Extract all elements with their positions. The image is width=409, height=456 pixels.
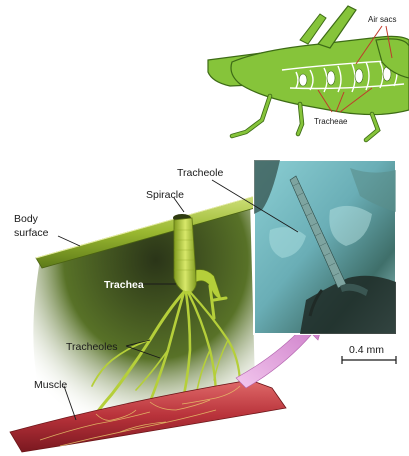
trachea-label: Trachea — [104, 279, 144, 291]
spiracle-label: Spiracle — [146, 189, 184, 201]
tracheole-micrograph — [254, 160, 396, 334]
body-surface-label-line2: surface — [14, 227, 49, 239]
muscle-label: Muscle — [34, 379, 67, 391]
tracheole-label: Tracheole — [177, 167, 223, 179]
tissue-cross-section — [10, 196, 286, 452]
grasshopper-illustration — [208, 6, 409, 140]
scale-bar-label: 0.4 mm — [349, 344, 384, 356]
body-surface-label-line1: Body — [14, 213, 39, 225]
air-sacs-label: Air sacs — [368, 15, 396, 24]
tracheae-label: Tracheae — [314, 117, 348, 126]
tracheoles-label: Tracheoles — [66, 341, 118, 353]
scale-bar: 0.4 mm — [342, 344, 396, 364]
